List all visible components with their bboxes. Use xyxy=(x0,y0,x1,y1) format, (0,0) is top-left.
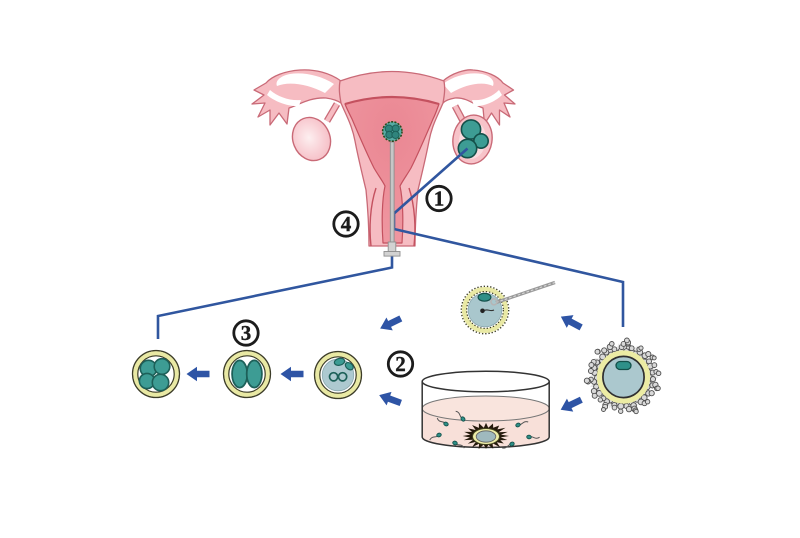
svg-text:1: 1 xyxy=(434,187,445,211)
svg-text:3: 3 xyxy=(241,321,252,345)
svg-text:2: 2 xyxy=(395,352,406,376)
svg-text:4: 4 xyxy=(341,212,352,236)
